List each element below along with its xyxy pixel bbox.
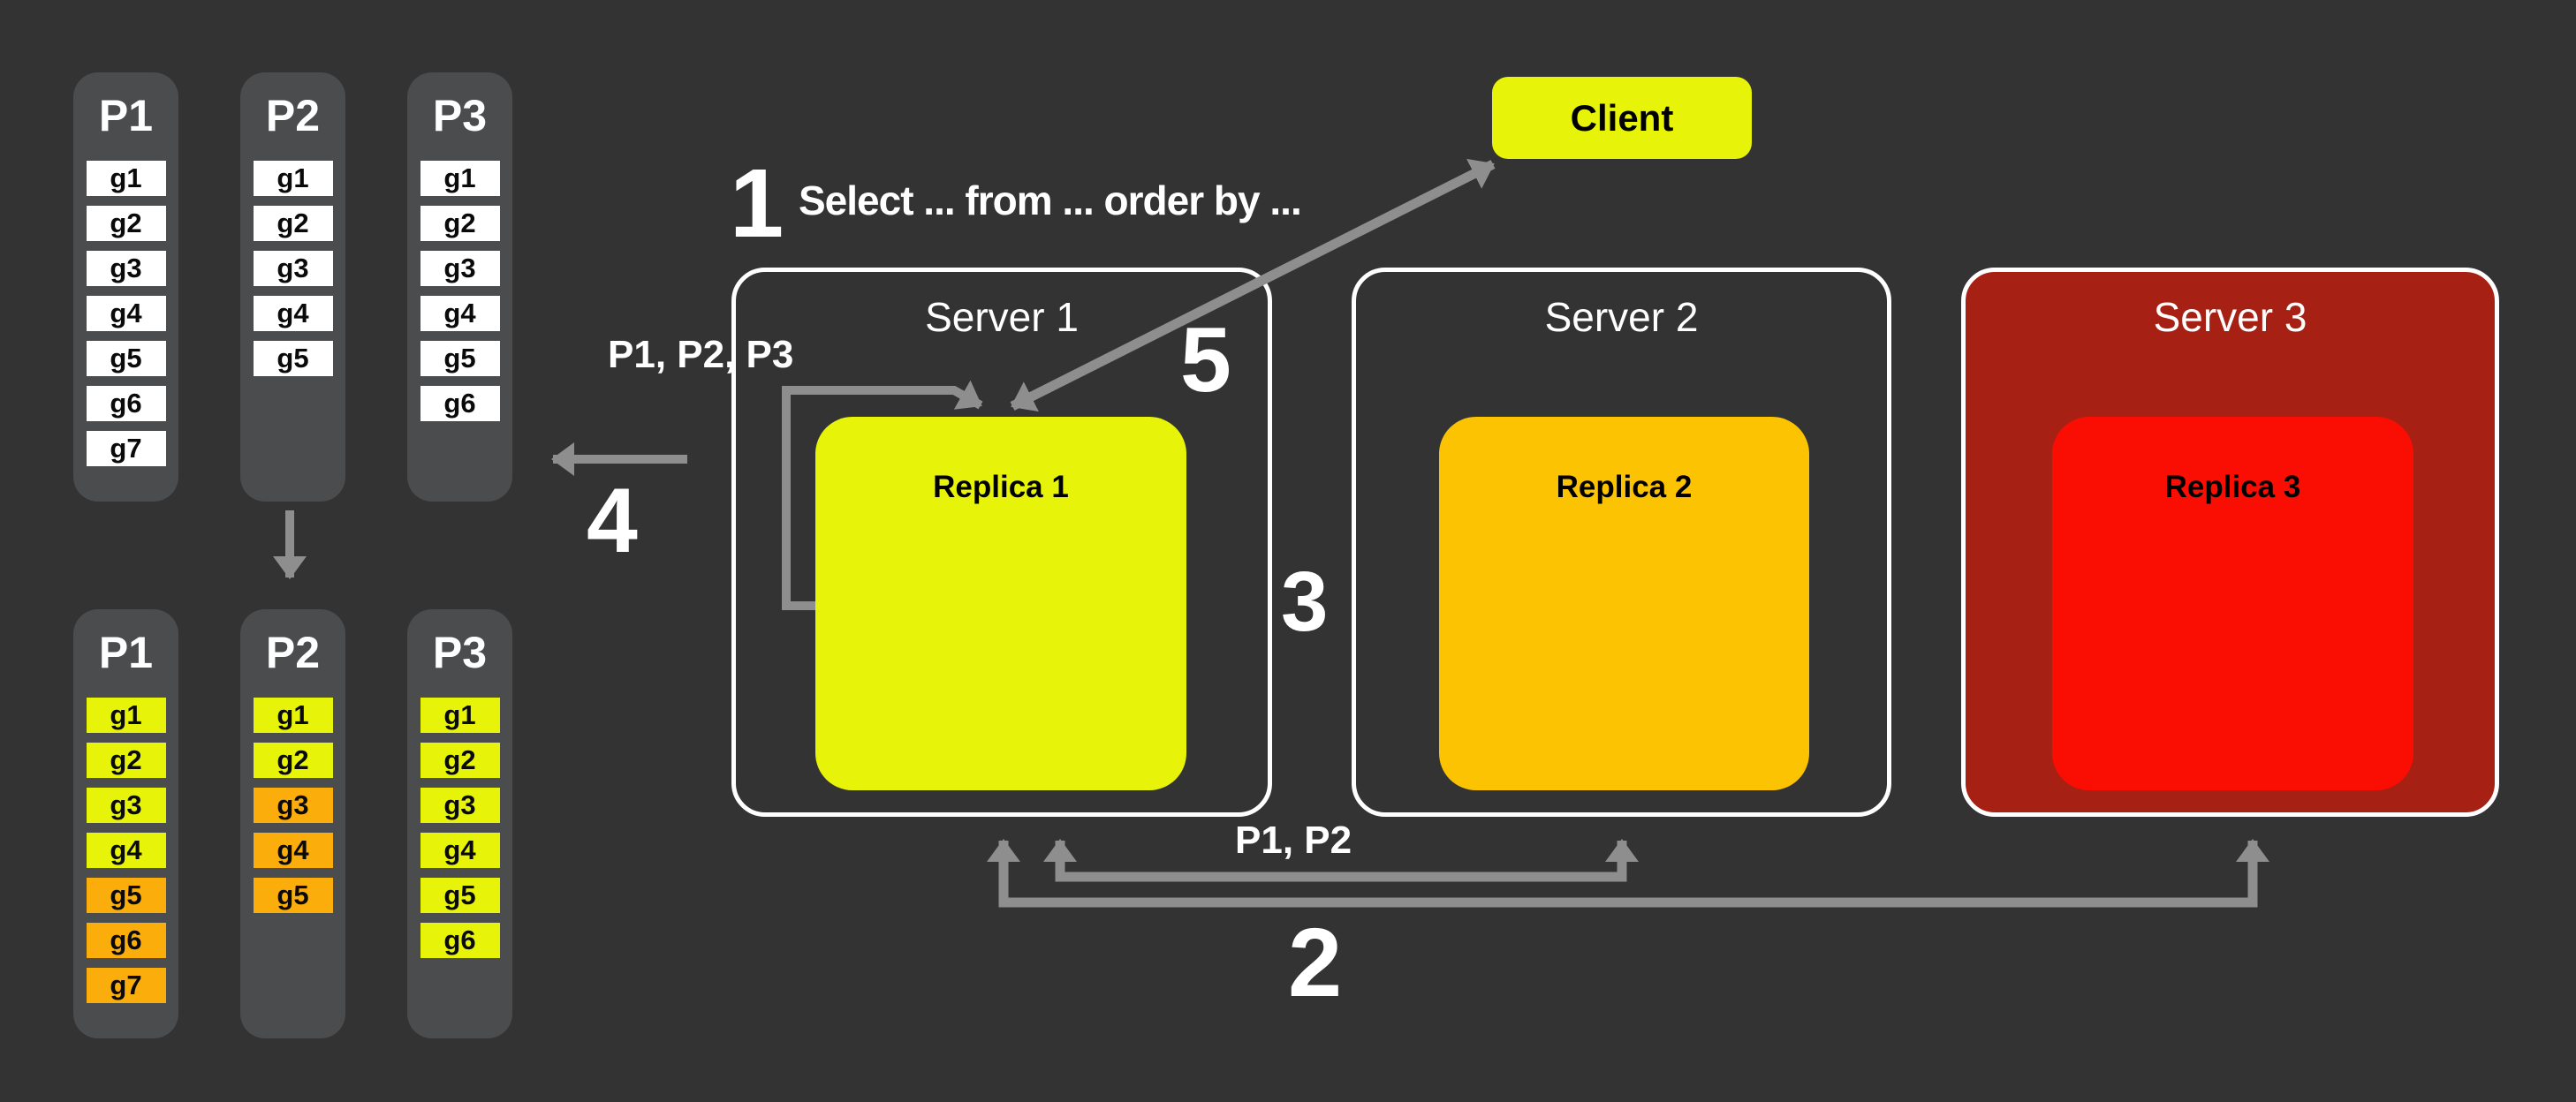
replica-3-label: Replica 3 [2164, 470, 2301, 504]
group-item-g3: g3 [86, 251, 166, 286]
server-2-box: Server 2 [1352, 268, 1891, 817]
group-item-g3: g3 [420, 788, 500, 823]
partition-items: g1 g2 g3 g4 g5 g6 g7 [86, 698, 166, 1003]
group-item-g2: g2 [86, 206, 166, 241]
partition-items: g1 g2 g3 g4 g5 g6 [420, 698, 500, 958]
partition-card-p2: P2 g1 g2 g3 g4 g5 [240, 609, 345, 1038]
group-item-g3: g3 [253, 788, 333, 823]
group-item-g5: g5 [86, 341, 166, 376]
partition-group-after: P1 g1 g2 g3 g4 g5 g6 g7 P2 g1 g2 g3 g4 g5 P3 g1 g2 g3 g4 g5… [73, 609, 512, 1038]
group-item-g5: g5 [253, 878, 333, 913]
group-item-g3: g3 [86, 788, 166, 823]
partition-card-p1: P1 g1 g2 g3 g4 g5 g6 g7 [73, 72, 178, 502]
replica-3-box: Replica 3 [2052, 417, 2413, 790]
partition-card-p2: P2 g1 g2 g3 g4 g5 [240, 72, 345, 502]
group-item-g6: g6 [420, 386, 500, 421]
step-number-2: 2 [1288, 909, 1343, 1017]
group-item-g1: g1 [253, 698, 333, 733]
group-item-g4: g4 [420, 296, 500, 331]
partition-label: P1 [98, 91, 154, 140]
group-item-g4: g4 [253, 296, 333, 331]
replica-2-box: Replica 2 [1439, 417, 1809, 790]
replica-1-label: Replica 1 [933, 470, 1069, 504]
partition-items: g1 g2 g3 g4 g5 [253, 161, 333, 376]
partition-card-p3: P3 g1 g2 g3 g4 g5 g6 [407, 609, 512, 1038]
arrow-scatter-server1-server3 [987, 839, 2269, 908]
partition-items: g1 g2 g3 g4 g5 g6 g7 [86, 161, 166, 466]
route-partitions-label: P1, P2, P3 [608, 333, 794, 376]
partition-group-before: P1 g1 g2 g3 g4 g5 g6 g7 P2 g1 g2 g3 g4 g5 P3 g1 g2 g3 g4 g5… [73, 72, 512, 502]
partition-card-p3: P3 g1 g2 g3 g4 g5 g6 [407, 72, 512, 502]
group-item-g2: g2 [253, 206, 333, 241]
group-item-g2: g2 [420, 743, 500, 778]
partition-label: P2 [265, 91, 321, 140]
group-item-g2: g2 [86, 743, 166, 778]
arrow-client-query-response [1010, 158, 1496, 412]
partition-label: P2 [265, 628, 321, 677]
group-item-g6: g6 [86, 923, 166, 958]
group-item-g1: g1 [420, 161, 500, 196]
group-item-g1: g1 [420, 698, 500, 733]
group-item-g4: g4 [420, 833, 500, 868]
group-item-g3: g3 [420, 251, 500, 286]
replica-2-label: Replica 2 [1556, 470, 1693, 504]
partition-items: g1 g2 g3 g4 g5 [253, 698, 333, 913]
partition-card-p1: P1 g1 g2 g3 g4 g5 g6 g7 [73, 609, 178, 1038]
step-number-3: 3 [1281, 555, 1329, 649]
group-item-g4: g4 [253, 833, 333, 868]
client-box: Client [1492, 77, 1752, 159]
group-item-g2: g2 [420, 206, 500, 241]
replica-1-box: Replica 1 [815, 417, 1186, 790]
group-item-g1: g1 [86, 698, 166, 733]
group-item-g1: g1 [253, 161, 333, 196]
server-3-title: Server 3 [2153, 294, 2307, 340]
partition-label: P1 [98, 628, 154, 677]
query-annotation: Select ... from ... order by ... [799, 177, 1302, 223]
group-item-g5: g5 [86, 878, 166, 913]
group-item-g4: g4 [86, 833, 166, 868]
step-number-5: 5 [1180, 309, 1231, 411]
group-item-g6: g6 [420, 923, 500, 958]
group-item-g7: g7 [86, 968, 166, 1003]
group-item-g5: g5 [253, 341, 333, 376]
scatter-partitions-label: P1, P2 [1235, 819, 1352, 862]
arrow-leader-self-loop [782, 380, 983, 610]
group-item-g7: g7 [86, 431, 166, 466]
partition-label: P3 [432, 628, 488, 677]
step-number-4: 4 [587, 470, 638, 572]
group-item-g4: g4 [86, 296, 166, 331]
group-item-g1: g1 [86, 161, 166, 196]
partition-label: P3 [432, 91, 488, 140]
group-item-g2: g2 [253, 743, 333, 778]
group-item-g3: g3 [253, 251, 333, 286]
server-2-title: Server 2 [1544, 294, 1699, 340]
group-item-g5: g5 [420, 341, 500, 376]
partition-items: g1 g2 g3 g4 g5 g6 [420, 161, 500, 421]
group-item-g6: g6 [86, 386, 166, 421]
step-number-1: 1 [730, 149, 784, 258]
group-item-g5: g5 [420, 878, 500, 913]
